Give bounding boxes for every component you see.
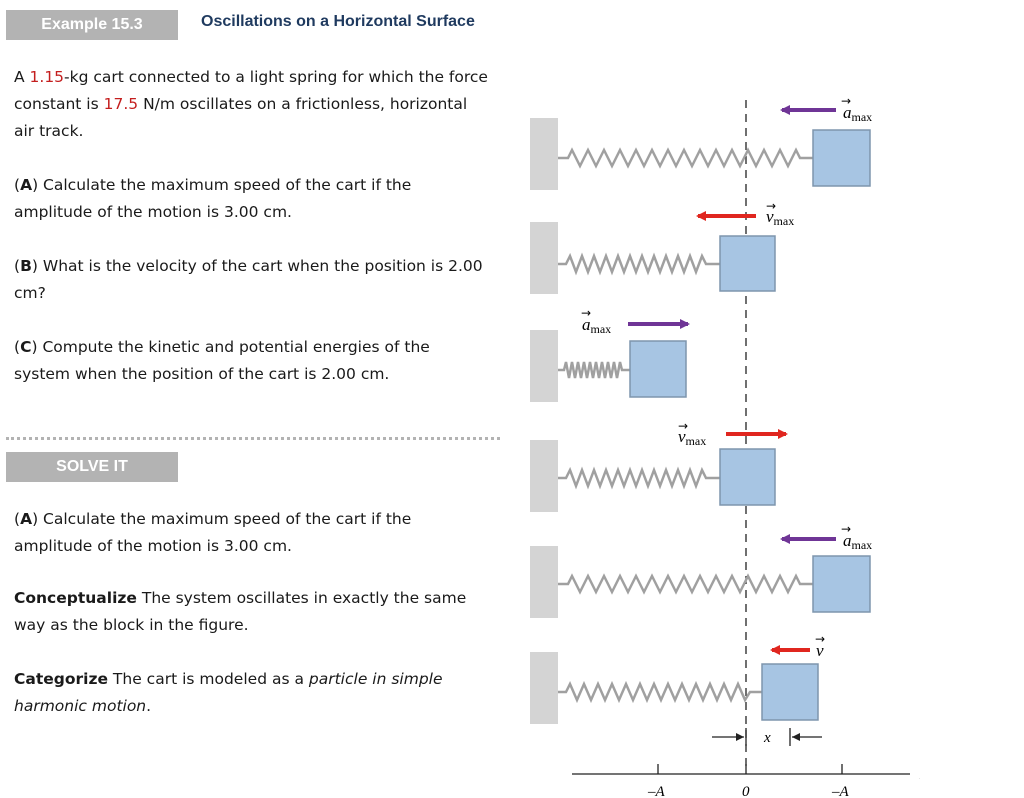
vector-arrow-icon: → xyxy=(678,419,688,433)
spring-icon xyxy=(558,466,720,490)
solve-part-a-label: A xyxy=(20,510,33,528)
x-pointer-head xyxy=(792,733,800,741)
x-pointer-head xyxy=(736,733,744,741)
categorize-label: Categorize xyxy=(14,670,108,688)
spring-icon xyxy=(558,680,762,704)
amax-label: amax xyxy=(582,315,611,336)
spring-icon xyxy=(558,252,720,276)
wall-icon xyxy=(530,222,558,294)
cart-block xyxy=(629,340,687,398)
part-a-text: Calculate the maximum speed of the cart … xyxy=(14,176,412,221)
x-displacement-label: x xyxy=(763,730,771,746)
vector-arrow-icon: → xyxy=(766,199,776,213)
categorize-model: particle in simple harmonic motion xyxy=(14,670,443,715)
spring-icon xyxy=(558,361,630,379)
neg-amplitude-label: –A xyxy=(647,784,666,798)
part-b-label: B xyxy=(20,257,32,275)
part-c-text: Compute the kinetic and potential energi… xyxy=(14,338,430,383)
part-b-question: (B) What is the velocity of the cart whe… xyxy=(14,257,483,302)
part-a-label: A xyxy=(20,176,33,194)
section-divider xyxy=(6,437,500,440)
cart-block xyxy=(719,448,776,506)
solve-it-badge: SOLVE IT xyxy=(6,452,178,482)
vector-arrow-icon: → xyxy=(815,632,825,646)
part-c-question: (C) Compute the kinetic and potential en… xyxy=(14,338,430,383)
spring-icon xyxy=(558,147,813,169)
wall-icon xyxy=(530,652,558,724)
problem-statement: A 1.15-kg cart connected to a light spri… xyxy=(14,64,489,145)
vector-arrow-icon: → xyxy=(581,306,591,320)
conceptualize-label: Conceptualize xyxy=(14,589,137,607)
pos-amplitude-label: –A xyxy=(831,784,850,798)
axis-x-label: x xyxy=(919,767,920,783)
vector-arrow-icon: → xyxy=(841,522,851,536)
conceptualize-step: Conceptualize The system oscillates in e… xyxy=(14,585,489,639)
zero-label: 0 xyxy=(742,784,750,798)
v-label: v xyxy=(816,641,824,660)
part-c-label: C xyxy=(20,338,32,356)
cart-block xyxy=(812,555,871,613)
part-a-question: (A) Calculate the maximum speed of the c… xyxy=(14,176,412,221)
cart-block xyxy=(761,663,819,721)
cart-block xyxy=(719,235,776,292)
wall-icon xyxy=(530,546,558,618)
vector-arrow-icon: → xyxy=(841,94,851,108)
vmax-label: vmax xyxy=(766,207,794,228)
example-number-badge: Example 15.3 xyxy=(6,10,178,40)
spring-constant-value: 17.5 xyxy=(103,95,139,113)
categorize-text: The cart is modeled as a xyxy=(108,670,309,688)
vmax-label: vmax xyxy=(678,427,706,448)
categorize-end: . xyxy=(146,697,152,715)
wall-icon xyxy=(530,118,558,190)
intro-text-3: N/m oscillates on a frictionless, horizo… xyxy=(14,95,468,140)
example-title: Oscillations on a Horizontal Surface xyxy=(201,13,475,30)
mass-value: 1.15 xyxy=(29,68,65,86)
categorize-step: Categorize The cart is modeled as a part… xyxy=(14,666,489,720)
spring-icon xyxy=(558,573,813,595)
solve-part-a-text: Calculate the maximum speed of the cart … xyxy=(14,510,412,555)
oscillation-figure: amax → vmax → amax → vmax → amax → v → x… xyxy=(530,94,920,798)
amax-label: amax xyxy=(843,531,872,552)
conceptualize-text: The system oscillates in exactly the sam… xyxy=(14,589,467,634)
part-b-text: What is the velocity of the cart when th… xyxy=(14,257,483,302)
intro-text-1: A xyxy=(14,68,30,86)
wall-icon xyxy=(530,330,558,402)
solve-part-a: (A) Calculate the maximum speed of the c… xyxy=(14,510,412,555)
intro-text-2: -kg cart connected to a light spring for… xyxy=(14,68,488,113)
cart-block xyxy=(812,129,871,187)
wall-icon xyxy=(530,440,558,512)
amax-label: amax xyxy=(843,103,872,124)
